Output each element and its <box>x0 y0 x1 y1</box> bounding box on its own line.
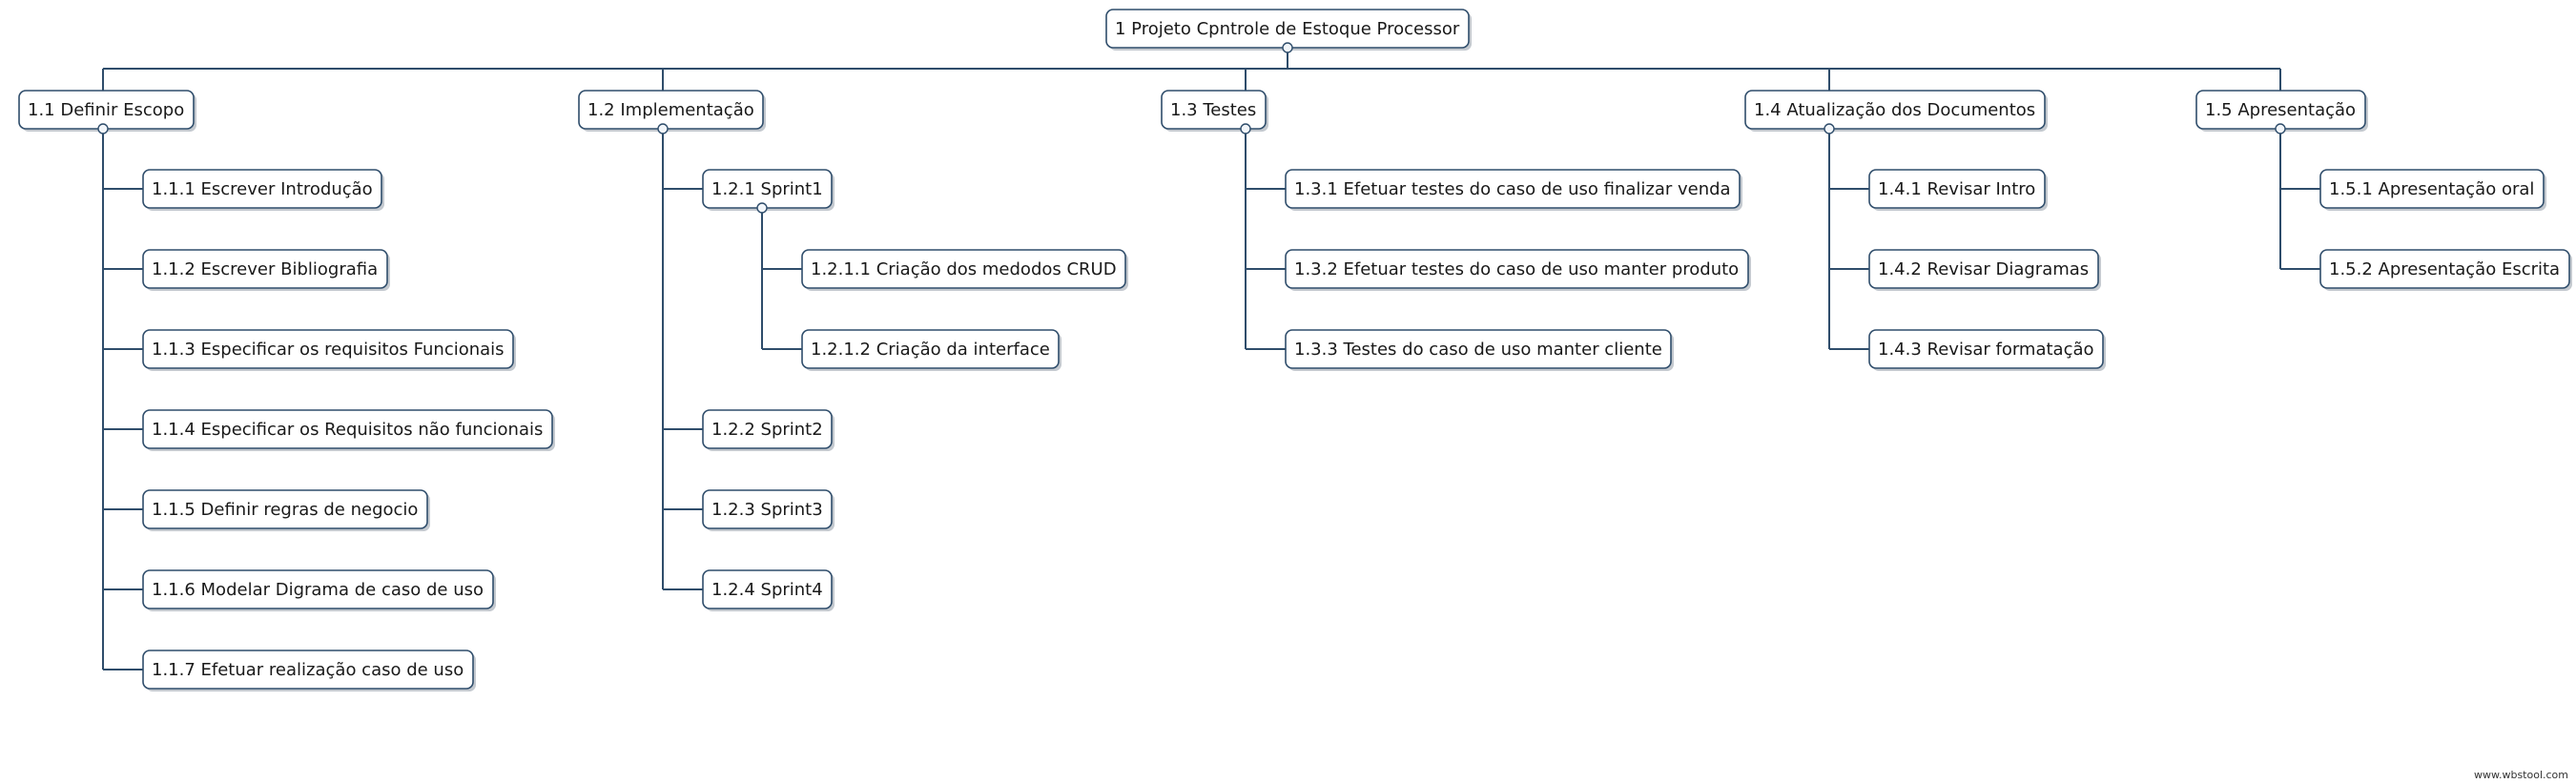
node-box[interactable] <box>1868 249 2099 289</box>
collapse-toggle-icon[interactable] <box>657 123 669 134</box>
node-box[interactable] <box>2319 169 2545 209</box>
task-node-1-3[interactable]: 1.1.3 Especificar os requisitos Funciona… <box>142 329 516 371</box>
subtask-node-2-1-2[interactable]: 1.2.1.2 Criação da interface <box>801 329 1061 371</box>
node-label: 1.1.3 Especificar os requisitos Funciona… <box>152 340 505 360</box>
task-node-1-6[interactable]: 1.1.6 Modelar Digrama de caso de uso <box>142 569 496 611</box>
branch-node-1[interactable]: 1.1 Definir Escopo <box>18 90 196 132</box>
node-box[interactable] <box>801 249 1126 289</box>
node-label: 1.3 Testes <box>1170 100 1256 120</box>
node-label: 1.5.1 Apresentação oral <box>2329 179 2534 199</box>
node-label: 1.2.2 Sprint2 <box>711 420 823 440</box>
node-box[interactable] <box>578 90 764 130</box>
branch-node-4[interactable]: 1.4 Atualização dos Documentos <box>1744 90 2048 132</box>
task-node-1-4[interactable]: 1.1.4 Especificar os Requisitos não func… <box>142 409 555 451</box>
task-node-3-1[interactable]: 1.3.1 Efetuar testes do caso de uso fina… <box>1285 169 1742 211</box>
node-box[interactable] <box>801 329 1060 369</box>
branch-node-5[interactable]: 1.5 Apresentação <box>2195 90 2368 132</box>
node-label: 1.5.2 Apresentação Escrita <box>2329 259 2560 279</box>
node-label: 1.3.3 Testes do caso de uso manter clien… <box>1294 340 1662 360</box>
node-label: 1.5 Apresentação <box>2205 100 2356 120</box>
subtask-node-2-1-1[interactable]: 1.2.1.1 Criação dos medodos CRUD <box>801 249 1128 291</box>
node-label: 1.2.4 Sprint4 <box>711 580 823 600</box>
node-box[interactable] <box>1285 169 1741 209</box>
task-node-3-2[interactable]: 1.3.2 Efetuar testes do caso de uso mant… <box>1285 249 1751 291</box>
node-layer: 1 Projeto Cpntrole de Estoque Processor 1… <box>18 9 2572 691</box>
node-label: 1.3.1 Efetuar testes do caso de uso fina… <box>1294 179 1731 199</box>
collapse-toggle-icon[interactable] <box>756 202 768 214</box>
node-label: 1.2.3 Sprint3 <box>711 500 823 520</box>
task-node-1-7[interactable]: 1.1.7 Efetuar realização caso de uso <box>142 650 476 691</box>
footer-credit: www.wbstool.com <box>2473 769 2568 781</box>
node-box[interactable] <box>1161 90 1267 130</box>
task-node-2-1[interactable]: 1.2.1 Sprint1 <box>702 169 835 211</box>
node-box[interactable] <box>1868 169 2046 209</box>
collapse-toggle-icon[interactable] <box>1240 123 1251 134</box>
task-node-5-2[interactable]: 1.5.2 Apresentação Escrita <box>2319 249 2572 291</box>
branch-node-2[interactable]: 1.2 Implementação <box>578 90 766 132</box>
root-node[interactable]: 1 Projeto Cpntrole de Estoque Processor <box>1105 9 1472 51</box>
node-box[interactable] <box>702 489 833 529</box>
task-node-2-2[interactable]: 1.2.2 Sprint2 <box>702 409 835 451</box>
node-box[interactable] <box>142 169 382 209</box>
task-node-4-1[interactable]: 1.4.1 Revisar Intro <box>1868 169 2048 211</box>
node-label: 1.1.1 Escrever Introdução <box>152 179 373 199</box>
branch-node-3[interactable]: 1.3 Testes <box>1161 90 1268 132</box>
node-box[interactable] <box>142 249 388 289</box>
node-box[interactable] <box>702 569 833 609</box>
node-label: 1.2.1.1 Criação dos medodos CRUD <box>811 259 1117 279</box>
node-label: 1.4.2 Revisar Diagramas <box>1878 259 2089 279</box>
task-node-1-1[interactable]: 1.1.1 Escrever Introdução <box>142 169 384 211</box>
node-box[interactable] <box>702 409 833 449</box>
node-label: 1.2.1.2 Criação da interface <box>811 340 1050 360</box>
task-node-2-4[interactable]: 1.2.4 Sprint4 <box>702 569 835 611</box>
task-node-1-2[interactable]: 1.1.2 Escrever Bibliografia <box>142 249 390 291</box>
node-label: 1.3.2 Efetuar testes do caso de uso mant… <box>1294 259 1739 279</box>
node-box[interactable] <box>1868 329 2104 369</box>
node-label: 1.1.6 Modelar Digrama de caso de uso <box>152 580 484 600</box>
node-label: 1.1.5 Definir regras de negocio <box>152 500 418 520</box>
node-box[interactable] <box>142 569 494 609</box>
node-box[interactable] <box>1744 90 2046 130</box>
task-node-4-2[interactable]: 1.4.2 Revisar Diagramas <box>1868 249 2101 291</box>
node-label: 1.2 Implementação <box>587 100 754 120</box>
node-label: 1.2.1 Sprint1 <box>711 179 823 199</box>
collapse-toggle-icon[interactable] <box>1824 123 1835 134</box>
collapse-toggle-icon[interactable] <box>97 123 109 134</box>
node-label: 1.4.3 Revisar formatação <box>1878 340 2094 360</box>
node-box[interactable] <box>1285 329 1672 369</box>
node-box[interactable] <box>142 489 428 529</box>
node-label: 1.4.1 Revisar Intro <box>1878 179 2035 199</box>
task-node-3-3[interactable]: 1.3.3 Testes do caso de uso manter clien… <box>1285 329 1674 371</box>
node-label: 1.1 Definir Escopo <box>28 100 184 120</box>
task-node-4-3[interactable]: 1.4.3 Revisar formatação <box>1868 329 2106 371</box>
node-label: 1.1.7 Efetuar realização caso de uso <box>152 660 464 680</box>
node-box[interactable] <box>142 329 514 369</box>
collapse-toggle-icon[interactable] <box>1282 42 1293 53</box>
task-node-1-5[interactable]: 1.1.5 Definir regras de negocio <box>142 489 430 531</box>
node-box[interactable] <box>1285 249 1749 289</box>
task-node-2-3[interactable]: 1.2.3 Sprint3 <box>702 489 835 531</box>
node-box[interactable] <box>2319 249 2570 289</box>
node-label: 1.4 Atualização dos Documentos <box>1754 100 2035 120</box>
task-node-5-1[interactable]: 1.5.1 Apresentação oral <box>2319 169 2546 211</box>
connector-lines <box>102 48 2320 671</box>
node-box[interactable] <box>142 650 474 690</box>
node-label: 1 Projeto Cpntrole de Estoque Processor <box>1115 19 1460 39</box>
node-box[interactable] <box>142 409 553 449</box>
node-label: 1.1.2 Escrever Bibliografia <box>152 259 378 279</box>
node-label: 1.1.4 Especificar os Requisitos não func… <box>152 420 543 440</box>
collapse-toggle-icon[interactable] <box>2275 123 2286 134</box>
